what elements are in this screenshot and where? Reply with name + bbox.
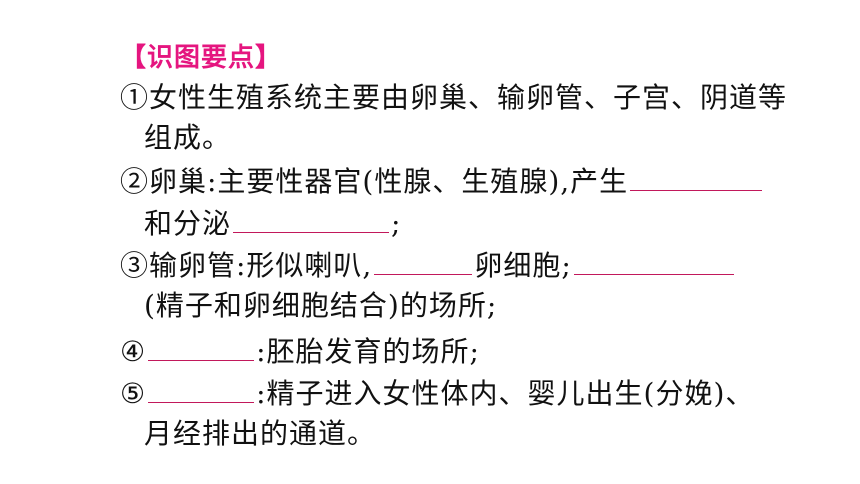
point-4-text: :胚胎发育的场所;: [256, 335, 480, 368]
point-1-continuation: 组成。: [144, 118, 231, 158]
answer-blank-ovary-produces[interactable]: [630, 160, 763, 191]
point-5-continuation-text: 月经排出的通道。: [144, 417, 377, 450]
point-1-line: ①女性生殖系统主要由卵巢、输卵管、子宫、阴道等: [120, 78, 787, 118]
point-3-mid-text: 卵细胞;: [474, 249, 572, 282]
point-4-line: ④ :胚胎发育的场所;: [120, 330, 480, 372]
point-5-line: ⑤ :精子进入女性体内、婴儿出生(分娩)、: [120, 372, 754, 414]
point-5-number: ⑤: [120, 377, 147, 410]
point-3-continuation: (精子和卵细胞结合)的场所;: [144, 286, 497, 326]
answer-blank-fertilization[interactable]: [573, 244, 734, 275]
answer-blank-uterus[interactable]: [148, 330, 255, 361]
point-3-text: ③输卵管:形似喇叭,: [120, 249, 373, 282]
point-2-end-text: ;: [391, 207, 402, 240]
point-1-text: ①女性生殖系统主要由卵巢、输卵管、子宫、阴道等: [120, 81, 788, 114]
answer-blank-oviduct-function[interactable]: [374, 244, 473, 275]
section-header: 【识图要点】: [120, 43, 283, 73]
point-5-continuation: 月经排出的通道。: [144, 414, 376, 454]
point-1-continuation-text: 组成。: [144, 121, 232, 154]
answer-blank-ovary-secretes[interactable]: [233, 202, 390, 233]
point-2-text: ②卵巢:主要性器官(性腺、生殖腺),产生: [120, 165, 629, 198]
point-2-continuation: 和分泌;: [144, 202, 401, 244]
point-3-continuation-text: (精子和卵细胞结合)的场所;: [144, 289, 498, 322]
point-2-line: ②卵巢:主要性器官(性腺、生殖腺),产生: [120, 160, 764, 202]
point-2-secretes-text: 和分泌: [144, 207, 232, 240]
point-5-text: :精子进入女性体内、婴儿出生(分娩)、: [256, 377, 755, 410]
point-3-line: ③输卵管:形似喇叭, 卵细胞;: [120, 244, 736, 286]
point-4-number: ④: [120, 335, 147, 368]
answer-blank-vagina[interactable]: [148, 372, 255, 403]
